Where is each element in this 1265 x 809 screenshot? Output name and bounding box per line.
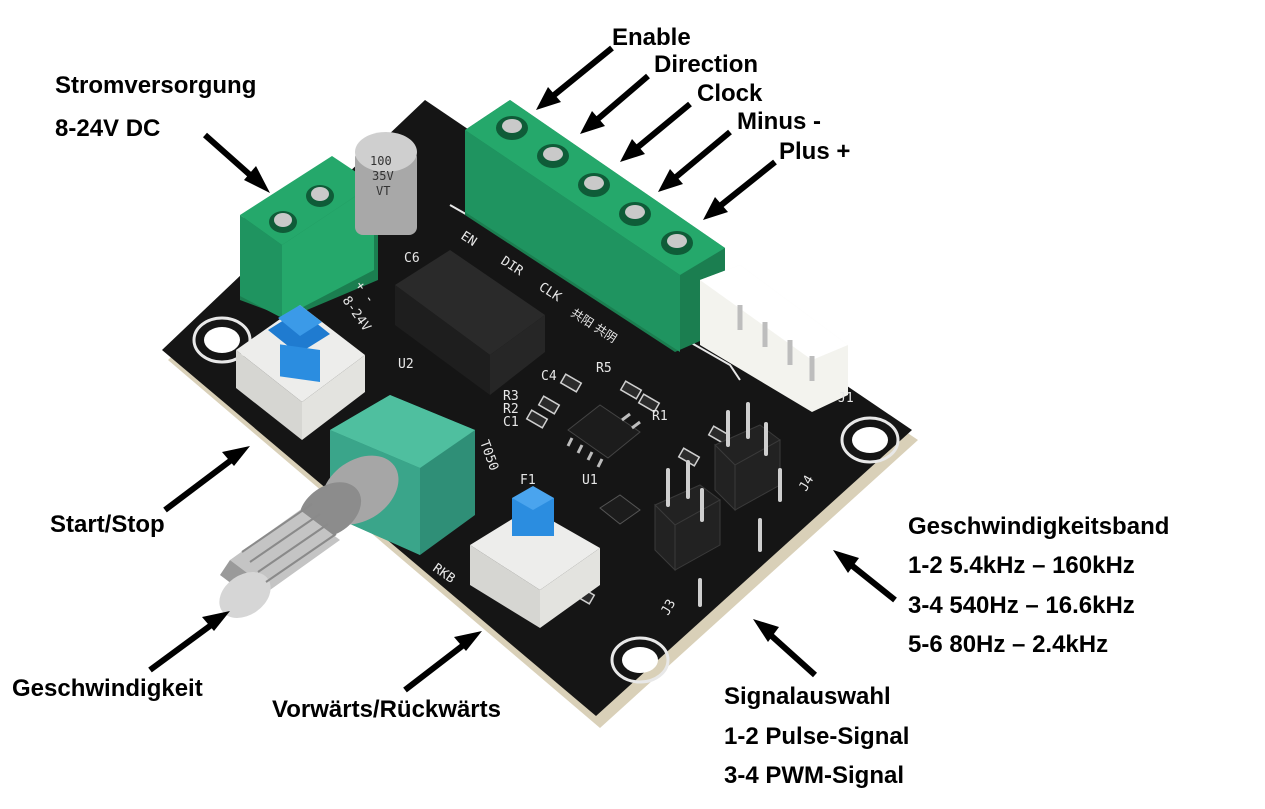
- label-forward-reverse: Vorwärts/Rückwärts: [272, 696, 501, 723]
- label-start-stop: Start/Stop: [50, 511, 165, 538]
- label-direction: Direction: [654, 51, 759, 78]
- cap-value-text: 100: [370, 154, 392, 168]
- label-speed-band-3: 5-6 80Hz – 2.4kHz: [908, 631, 1109, 658]
- silk-r5: R5: [596, 361, 612, 376]
- label-minus: Minus -: [737, 108, 821, 135]
- label-power-title: Stromversorgung: [55, 72, 257, 99]
- silk-c1: C1: [503, 415, 519, 430]
- label-clock: Clock: [697, 80, 763, 107]
- label-enable: Enable: [612, 24, 691, 51]
- label-signal-1: 1-2 Pulse-Signal: [724, 723, 910, 750]
- silk-c4: C4: [541, 369, 557, 384]
- label-speed-band-title: Geschwindigkeitsband: [908, 513, 1170, 540]
- silk-j1: J1: [838, 391, 854, 406]
- silk-j4: J4: [796, 473, 817, 494]
- cap-voltage-text: 35V: [372, 169, 394, 183]
- label-speed-band-2: 3-4 540Hz – 16.6kHz: [908, 592, 1135, 619]
- label-signal-title: Signalauswahl: [724, 683, 891, 710]
- silk-en: EN: [458, 229, 479, 250]
- silk-u2: U2: [398, 357, 414, 372]
- silk-j3: J3: [658, 597, 679, 618]
- silk-r1: R1: [652, 409, 668, 424]
- silk-r3: R3: [503, 389, 519, 404]
- silk-u1: U1: [582, 473, 598, 488]
- label-power-voltage: 8-24V DC: [55, 115, 161, 142]
- cap-series-text: VT: [376, 184, 390, 198]
- silk-f1: F1: [520, 473, 536, 488]
- label-plus: Plus +: [779, 138, 851, 165]
- label-signal-2: 3-4 PWM-Signal: [724, 762, 905, 789]
- silk-r2: R2: [503, 402, 519, 417]
- silk-c6: C6: [404, 251, 420, 266]
- label-speed: Geschwindigkeit: [12, 675, 203, 702]
- label-speed-band-1: 1-2 5.4kHz – 160kHz: [908, 552, 1135, 579]
